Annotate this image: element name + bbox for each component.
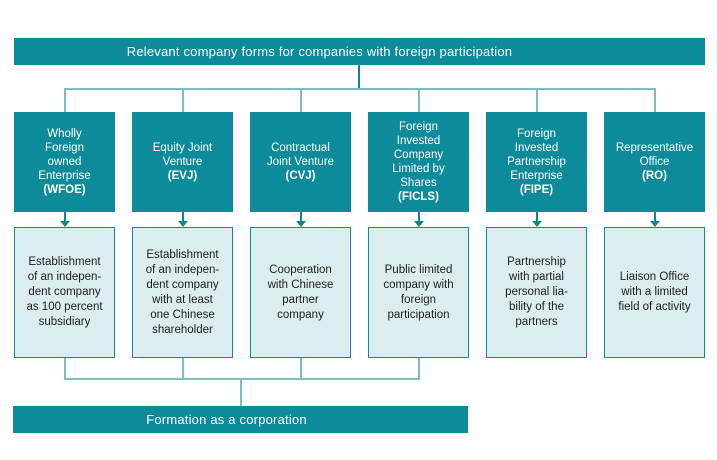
arrow-line: [299, 212, 302, 223]
arrow-line: [181, 212, 184, 223]
connector-line: [299, 90, 302, 112]
desc-text: Cooperation with Chinese partner company: [267, 263, 334, 321]
connector-line: [181, 358, 184, 379]
desc-ro: Liaison Office with a limited field of a…: [604, 227, 705, 358]
down-arrow-icon: [59, 221, 70, 227]
node-abbr: (EVJ): [167, 170, 198, 182]
top-banner: Relevant company forms for companies wit…: [14, 38, 705, 65]
bottom-banner: Formation as a corporation: [13, 406, 468, 433]
node-abbr: (FIPE): [519, 184, 554, 196]
bottom-banner-label: Formation as a corporation: [146, 412, 307, 427]
node-title: Foreign Invested Company Limited by Shar…: [392, 121, 445, 189]
node-title: Representative Office: [615, 142, 694, 168]
node-title: Contractual Joint Venture: [266, 142, 335, 168]
connector-line: [417, 358, 420, 379]
node-abbr: (CVJ): [285, 170, 316, 182]
down-arrow-icon: [649, 221, 660, 227]
connector-line: [653, 90, 656, 112]
arrow-line: [63, 212, 66, 223]
node-cvj: Contractual Joint Venture (CVJ): [250, 112, 351, 212]
arrow-line: [535, 212, 538, 223]
node-fipe: Foreign Invested Partnership Enterprise …: [486, 112, 587, 212]
desc-ficls: Public limited company with foreign part…: [368, 227, 469, 358]
desc-text: Public limited company with foreign part…: [383, 263, 454, 321]
desc-cvj: Cooperation with Chinese partner company: [250, 227, 351, 358]
node-wfoe: Wholly Foreign owned Enterprise (WFOE): [14, 112, 115, 212]
connector-line: [181, 90, 184, 112]
desc-text: Partnership with partial personal lia- b…: [505, 256, 568, 328]
arrow-line: [417, 212, 420, 223]
down-arrow-icon: [177, 221, 188, 227]
node-title: Foreign Invested Partnership Enterprise: [507, 128, 566, 182]
desc-text: Establishment of an indepen- dent compan…: [26, 256, 103, 328]
node-abbr: (WFOE): [43, 184, 86, 196]
desc-fipe: Partnership with partial personal lia- b…: [486, 227, 587, 358]
desc-text: Liaison Office with a limited field of a…: [618, 271, 691, 313]
node-abbr: (FICLS): [398, 191, 439, 203]
down-arrow-icon: [413, 221, 424, 227]
connector-line: [239, 380, 242, 406]
down-arrow-icon: [531, 221, 542, 227]
node-title: Equity Joint Venture: [152, 142, 213, 168]
top-banner-label: Relevant company forms for companies wit…: [126, 44, 513, 59]
connector-line: [299, 358, 302, 379]
connector-line: [417, 90, 420, 112]
connector-line: [535, 90, 538, 112]
desc-evj: Establishment of an indepen- dent compan…: [132, 227, 233, 358]
connector-line: [63, 88, 656, 90]
node-title: Wholly Foreign owned Enterprise: [38, 128, 91, 182]
node-evj: Equity Joint Venture (EVJ): [132, 112, 233, 212]
node-ro: Representative Office (RO): [604, 112, 705, 212]
connector-line: [63, 378, 420, 380]
connector-line: [63, 358, 66, 379]
desc-text: Establishment of an indepen- dent compan…: [145, 248, 220, 336]
node-abbr: (RO): [642, 170, 667, 182]
node-ficls: Foreign Invested Company Limited by Shar…: [368, 112, 469, 212]
down-arrow-icon: [295, 221, 306, 227]
desc-wfoe: Establishment of an indepen- dent compan…: [14, 227, 115, 358]
connector-line: [63, 90, 66, 112]
connector-line: [358, 65, 360, 90]
arrow-line: [653, 212, 656, 223]
